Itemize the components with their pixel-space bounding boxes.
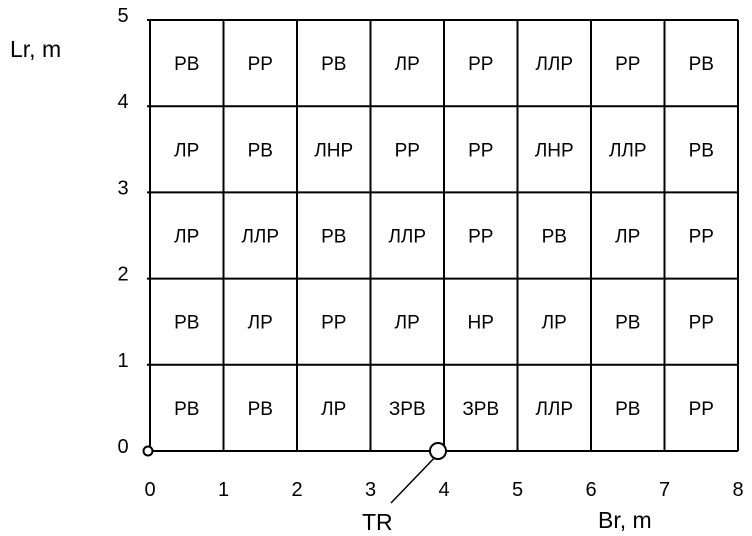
- cell-labels: PB PP PB ЛP PP ЛЛP PP PB ЛP PB ЛHP PP PP ЛHP ЛЛP PB ЛP ЛЛ…: [174, 54, 714, 420]
- grid-cell-label: ЛP: [395, 54, 420, 75]
- y-tick-label: 5: [117, 5, 128, 27]
- grid-cell-label: PB: [542, 227, 567, 248]
- grid-cell-label: ЛP: [174, 140, 199, 161]
- grid-cell-label: PP: [248, 54, 273, 75]
- x-tick-label: 8: [732, 479, 743, 501]
- grid-cell-label: ЗPB: [389, 399, 426, 420]
- y-tick-label: 4: [117, 91, 128, 113]
- grid-cell-label: PP: [321, 313, 346, 334]
- grid-cell-label: PP: [689, 227, 714, 248]
- x-tick-label: 3: [365, 479, 376, 501]
- tick-labels: 0 1 2 3 4 5 6 7 8 0 1 2 3 4 5: [117, 5, 743, 501]
- origin-marker: [142, 445, 154, 457]
- x-tick-label: 2: [291, 479, 302, 501]
- grid-cell-label: PP: [395, 140, 420, 161]
- y-tick-label: 1: [117, 350, 128, 372]
- grid-cell-label: ЛP: [174, 227, 199, 248]
- grid-cell-label: ЛHP: [535, 140, 574, 161]
- grid-cell-label: ЛP: [615, 227, 640, 248]
- grid-cell-label: ЛЛP: [535, 54, 573, 75]
- x-tick-label: 0: [144, 479, 155, 501]
- grid-cell-label: ЛЛP: [388, 227, 426, 248]
- grid-cell-label: PB: [174, 313, 199, 334]
- grid-cell-label: ЛP: [542, 313, 567, 334]
- grid-cell-label: PB: [248, 140, 273, 161]
- grid-cell-label: PB: [321, 54, 346, 75]
- grid-cell-label: PB: [174, 54, 199, 75]
- grid-cell-label: ЛЛP: [609, 140, 647, 161]
- y-tick-label: 3: [117, 177, 128, 199]
- y-tick-label: 2: [117, 264, 128, 286]
- grid-lines: [147, 19, 739, 452]
- grid-cell-label: PP: [689, 399, 714, 420]
- x-tick-label: 1: [218, 479, 229, 501]
- grid-cell-label: ЛP: [248, 313, 273, 334]
- grid-cell-label: ЛЛP: [535, 399, 573, 420]
- grid-cell-label: PP: [615, 54, 640, 75]
- grid-cell-label: HP: [468, 313, 494, 334]
- grid-cell-label: PB: [321, 227, 346, 248]
- grid-cell-label: PP: [468, 54, 493, 75]
- grid-cell-label: PP: [468, 140, 493, 161]
- x-tick-label: 6: [585, 479, 596, 501]
- grid-cell-label: ЗPB: [462, 399, 499, 420]
- grid-cell-label: PB: [174, 399, 199, 420]
- tr-leader-line: [390, 451, 441, 504]
- grid-cell-label: PB: [248, 399, 273, 420]
- x-axis-label: Br, m: [598, 507, 652, 533]
- y-axis-label: Lr, m: [10, 36, 61, 62]
- tr-label: TR: [362, 509, 393, 535]
- grid-cell-label: PB: [615, 399, 640, 420]
- grid-cell-label: ЛP: [321, 399, 346, 420]
- grid-cell-label: PB: [689, 54, 714, 75]
- grid-cell-label: ЛHP: [314, 140, 353, 161]
- grid-cell-label: ЛP: [395, 313, 420, 334]
- grid-cell-label: PB: [689, 140, 714, 161]
- x-tick-label: 5: [512, 479, 523, 501]
- grid-cell-label: PP: [468, 227, 493, 248]
- y-tick-label: 0: [117, 436, 128, 458]
- x-tick-label: 7: [659, 479, 670, 501]
- grid-cell-label: ЛЛP: [241, 227, 279, 248]
- grid-cell-label: PB: [615, 313, 640, 334]
- grid-cell-label: PP: [689, 313, 714, 334]
- tr-point-marker: [429, 442, 447, 460]
- x-tick-label: 4: [438, 479, 449, 501]
